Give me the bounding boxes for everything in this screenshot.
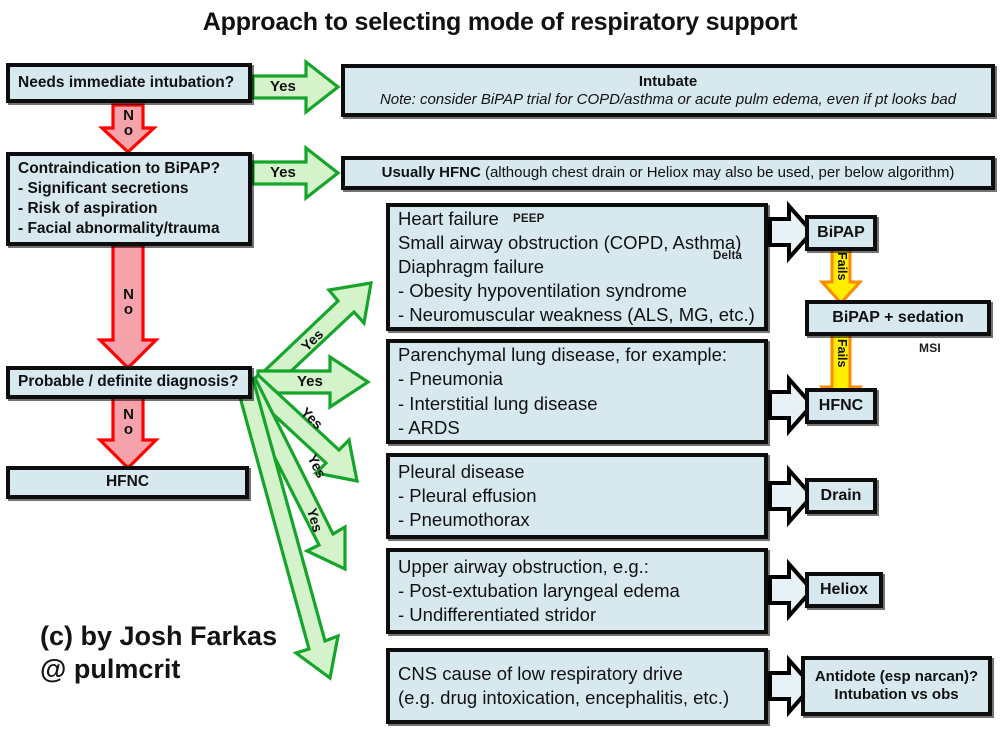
diagnosis-line: Diaphragm failure	[398, 255, 545, 277]
diagnosis-box-upper-airway-obstruction[interactable]: Upper airway obstruction, e.g.: - Post-e…	[386, 548, 768, 634]
credit-line-1: (c) by Josh Farkas	[40, 621, 278, 651]
edge-label-yes-fan-1: Yes	[297, 325, 327, 355]
result-intubate[interactable]: Intubate Note: consider BiPAP trial for …	[341, 64, 995, 117]
annotation-msi: MSI	[919, 341, 941, 355]
result-rest-part: (although chest drain or Heliox may also…	[480, 164, 955, 182]
decision-item: - Risk of aspiration	[18, 200, 158, 217]
diagnosis-box-pleural-disease[interactable]: Pleural disease - Pleural effusion - Pne…	[386, 453, 768, 539]
diagnosis-line: - Pneumonia	[398, 368, 503, 390]
decision-needs-immediate-intubation[interactable]: Needs immediate intubation?	[6, 63, 252, 103]
outcome-hfnc-default[interactable]: HFNC	[6, 466, 249, 499]
diagnosis-line: CNS cause of low respiratory drive	[398, 662, 683, 684]
page-title: Approach to selecting mode of respirator…	[202, 8, 798, 36]
edge-label-yes-fan-2: Yes	[297, 373, 323, 390]
outcome-label: HFNC	[818, 396, 864, 414]
outcome-hfnc[interactable]: HFNC	[805, 388, 877, 424]
credit-line-2: @ pulmcrit	[40, 653, 181, 684]
outcome-heliox[interactable]: Heliox	[805, 572, 883, 608]
outcome-label: HFNC	[105, 473, 150, 491]
decision-label: Probable / definite diagnosis?	[18, 373, 239, 391]
edge-label-fails-2: Fails	[835, 339, 849, 368]
edge-label-yes-fan-3: Yes	[297, 403, 327, 433]
decision-contraindication-to-bipap[interactable]: Contraindication to BiPAP? - Significant…	[6, 152, 252, 246]
outcome-label: BiPAP + sedation	[832, 308, 964, 326]
edge-label-yes-usually-hfnc: Yes	[270, 164, 296, 181]
outcome-label-line1: Antidote (esp narcan)?	[814, 668, 979, 686]
edge-label-yes-fan-4: Yes	[304, 451, 330, 481]
outcome-label: Heliox	[819, 580, 868, 598]
edge-label-no-2: No	[120, 286, 137, 316]
decision-label: Needs immediate intubation?	[18, 73, 235, 91]
edge-label-yes-fan-5: Yes	[304, 506, 327, 534]
result-text: Usually HFNC (although chest drain or He…	[353, 164, 983, 182]
outcome-drain[interactable]: Drain	[805, 478, 877, 514]
diagnosis-box-bipap-indications[interactable]: Heart failure Small airway obstruction (…	[386, 203, 768, 331]
outcome-label: Drain	[820, 486, 862, 504]
diagnosis-line: - Pleural effusion	[398, 484, 537, 506]
edge-label-no-1: No	[120, 107, 137, 137]
decision-probable-definite-diagnosis[interactable]: Probable / definite diagnosis?	[6, 366, 252, 399]
diagnosis-line: - Post-extubation laryngeal edema	[398, 579, 680, 601]
diagnosis-line: - ARDS	[398, 416, 460, 438]
result-bold-part: Usually HFNC	[381, 164, 481, 182]
outcome-label: BiPAP	[817, 223, 865, 241]
diagnosis-line: Upper airway obstruction, e.g.:	[398, 555, 649, 577]
edge-label-fails-1: Fails	[835, 252, 849, 281]
edge-label-no-3: No	[120, 406, 137, 436]
result-usually-hfnc[interactable]: Usually HFNC (although chest drain or He…	[341, 156, 995, 190]
annotation-peep: PEEP	[513, 213, 545, 225]
result-title: Intubate	[638, 72, 698, 90]
outcome-bipap[interactable]: BiPAP	[805, 215, 877, 251]
green-arrow-yes-fan-3	[243, 372, 360, 484]
diagnosis-line: - Neuromuscular weakness (ALS, MG, etc.)	[398, 304, 755, 326]
decision-heading: Contraindication to BiPAP?	[18, 159, 221, 177]
diagnosis-line: (e.g. drug intoxication, encephalitis, e…	[398, 687, 730, 708]
outcome-bipap-sedation[interactable]: BiPAP + sedation	[805, 300, 991, 336]
annotation-delta: Delta	[713, 250, 743, 262]
diagnosis-line: - Obesity hypoventilation syndrome	[398, 280, 687, 302]
diagnosis-box-parenchymal-lung-disease[interactable]: Parenchymal lung disease, for example: -…	[386, 339, 768, 444]
outcome-label-line2: Intubation vs obs	[834, 686, 959, 703]
diagnosis-line: - Undifferentiated stridor	[398, 604, 597, 626]
diagnosis-line: Small airway obstruction (COPD, Asthma)	[398, 231, 742, 253]
diagnosis-line: Heart failure	[398, 207, 499, 229]
edge-label-yes-intubate: Yes	[270, 78, 296, 95]
credit-block: (c) by Josh Farkas @ pulmcrit	[40, 620, 277, 686]
diagnosis-line: - Pneumothorax	[398, 509, 530, 531]
outcome-antidote[interactable]: Antidote (esp narcan)? Intubation vs obs	[801, 656, 992, 716]
decision-item: - Facial abnormality/trauma	[18, 220, 220, 238]
diagnosis-line: Pleural disease	[398, 460, 525, 482]
result-note: Note: consider BiPAP trial for COPD/asth…	[379, 90, 957, 108]
green-arrow-yes-fan-4	[237, 375, 347, 572]
diagnosis-line: Parenchymal lung disease, for example:	[398, 344, 728, 366]
decision-item: - Significant secretions	[18, 179, 189, 197]
diagnosis-line: - Interstitial lung disease	[398, 392, 598, 414]
diagnosis-box-cns-cause[interactable]: CNS cause of low respiratory drive (e.g.…	[386, 648, 768, 724]
